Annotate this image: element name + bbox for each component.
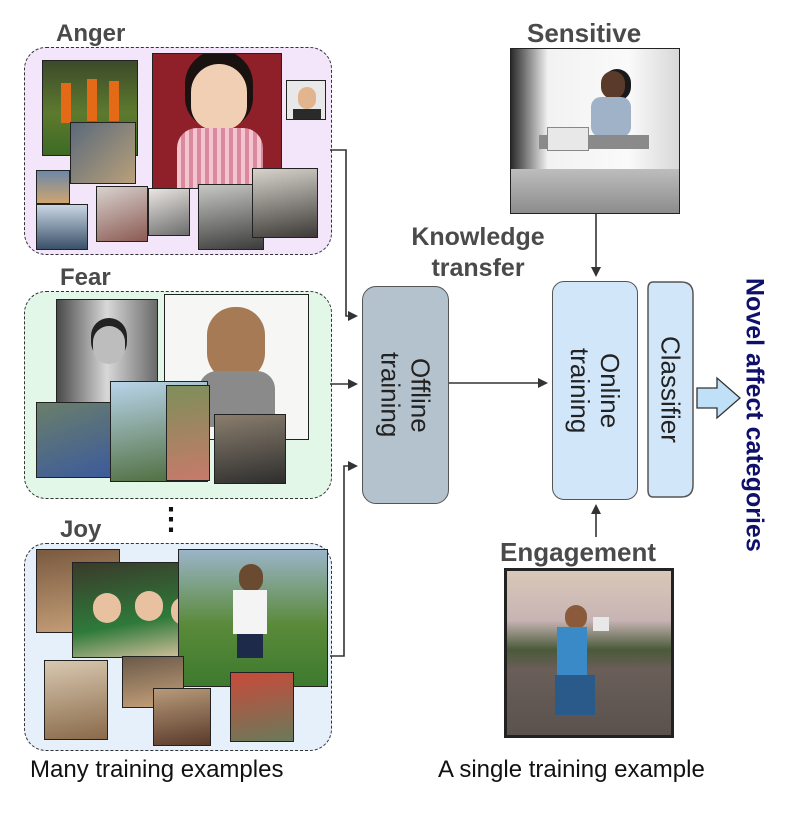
anger-photo-angry-girl xyxy=(152,53,282,189)
classifier-label: Classifier xyxy=(655,336,686,443)
sensitive-label: Sensitive xyxy=(527,18,642,48)
output-arrow xyxy=(696,376,741,420)
novel-affect-categories-text: Novel affect categories xyxy=(740,278,769,552)
offline-training-block: Offline training xyxy=(362,286,449,504)
engagement-photo-boy xyxy=(504,568,674,738)
anger-photo-bus xyxy=(70,122,136,184)
joy-photo-soccer-player xyxy=(178,549,328,687)
anger-photo-computer xyxy=(36,204,88,250)
classifier-block: Classifier xyxy=(648,282,693,497)
joy-photo-baby xyxy=(44,660,108,740)
offline-training-label: Offline training xyxy=(375,352,436,438)
anger-photo-fight xyxy=(96,186,148,242)
novel-affect-categories-label: Novel affect categories xyxy=(738,250,770,580)
caption-many-examples: Many training examples xyxy=(30,756,284,783)
engagement-label: Engagement xyxy=(500,537,657,567)
arrow-joy-to-offline xyxy=(330,461,358,657)
more-categories-ellipsis: ⋮ xyxy=(156,503,186,536)
fear-photo-old-man xyxy=(36,402,112,478)
fear-photo-woman-scared xyxy=(166,385,210,481)
anger-label: Anger xyxy=(56,20,126,47)
anger-photo-small xyxy=(36,170,70,204)
fear-photo-men-table xyxy=(214,414,286,484)
joy-photo-woman-table xyxy=(153,688,211,746)
sensitive-photo-woman-window xyxy=(510,48,680,214)
online-training-label: Online training xyxy=(565,347,625,434)
knowledge-transfer-label: Knowledge transfer xyxy=(411,223,545,282)
anger-photo-yelling xyxy=(148,188,190,236)
fear-label: Fear xyxy=(60,264,111,291)
fear-photo-man-glasses xyxy=(56,299,158,403)
online-training-block: Online training xyxy=(552,281,638,500)
joy-photo-market xyxy=(230,672,294,742)
arrow-anger-to-offline xyxy=(330,149,358,321)
anger-photo-man-shouting xyxy=(286,80,326,120)
caption-single-example: A single training example xyxy=(438,756,705,783)
joy-label: Joy xyxy=(60,516,102,543)
anger-photo-politician xyxy=(252,168,318,238)
